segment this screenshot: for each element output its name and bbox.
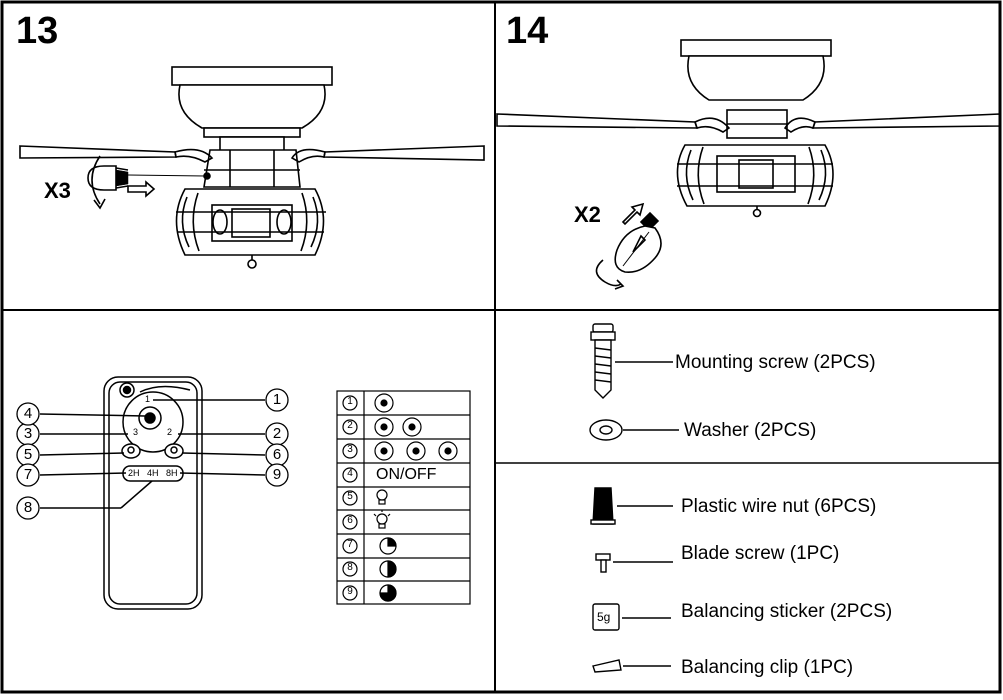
legend-num-2: 2 (347, 420, 353, 431)
legend-num-8: 8 (347, 562, 353, 573)
legend-on-off: ON/OFF (376, 466, 437, 483)
parts-illustrations (589, 323, 679, 673)
callout-1: 1 (272, 391, 282, 408)
mounting-screw-label: Mounting screw (2PCS) (675, 352, 876, 373)
legend-num-4: 4 (347, 468, 353, 479)
callout-7: 7 (23, 466, 33, 483)
legend-num-5: 5 (347, 491, 353, 502)
balancing-sticker-label: Balancing sticker (2PCS) (681, 601, 893, 622)
callout-9: 9 (272, 466, 282, 483)
callout-4: 4 (23, 405, 33, 422)
step-14-multiplier: X2 (574, 202, 601, 227)
legend-num-1: 1 (347, 396, 353, 407)
timer-button-8h: 8H (166, 468, 178, 478)
legend-num-7: 7 (347, 539, 353, 550)
callout-8: 8 (23, 499, 33, 516)
remote-label-left: 3 (133, 427, 139, 437)
wire-nut-label: Plastic wire nut (6PCS) (681, 496, 877, 517)
callout-3: 3 (23, 425, 33, 442)
fan-speed-icons (374, 393, 458, 461)
remote-control-diagram (16, 376, 289, 610)
remote-label-right: 2 (167, 427, 173, 437)
remote-legend-table (336, 390, 471, 605)
step-14-fan-illustration (496, 39, 1001, 290)
timer-icons (379, 537, 397, 602)
legend-num-3: 3 (347, 444, 353, 455)
balancing-sticker-text: 5g (597, 610, 611, 624)
callout-5: 5 (23, 446, 33, 463)
remote-callout-circles (16, 388, 289, 520)
step-13-number: 13 (16, 10, 59, 52)
bulb-icons (373, 489, 391, 529)
step-13-multiplier: X3 (44, 178, 71, 203)
step-13-fan-illustration (19, 66, 485, 269)
washer-label: Washer (2PCS) (684, 420, 817, 441)
balancing-clip-label: Balancing clip (1PC) (681, 657, 854, 678)
timer-button-4h: 4H (147, 468, 159, 478)
callout-2: 2 (272, 425, 282, 442)
callout-6: 6 (272, 446, 282, 463)
remote-label-top: 1 (145, 394, 151, 404)
legend-num-9: 9 (347, 586, 353, 597)
timer-button-2h: 2H (128, 468, 140, 478)
blade-screw-label: Blade screw (1PC) (681, 543, 840, 564)
legend-num-6: 6 (347, 515, 353, 526)
step-14-number: 14 (506, 10, 549, 52)
